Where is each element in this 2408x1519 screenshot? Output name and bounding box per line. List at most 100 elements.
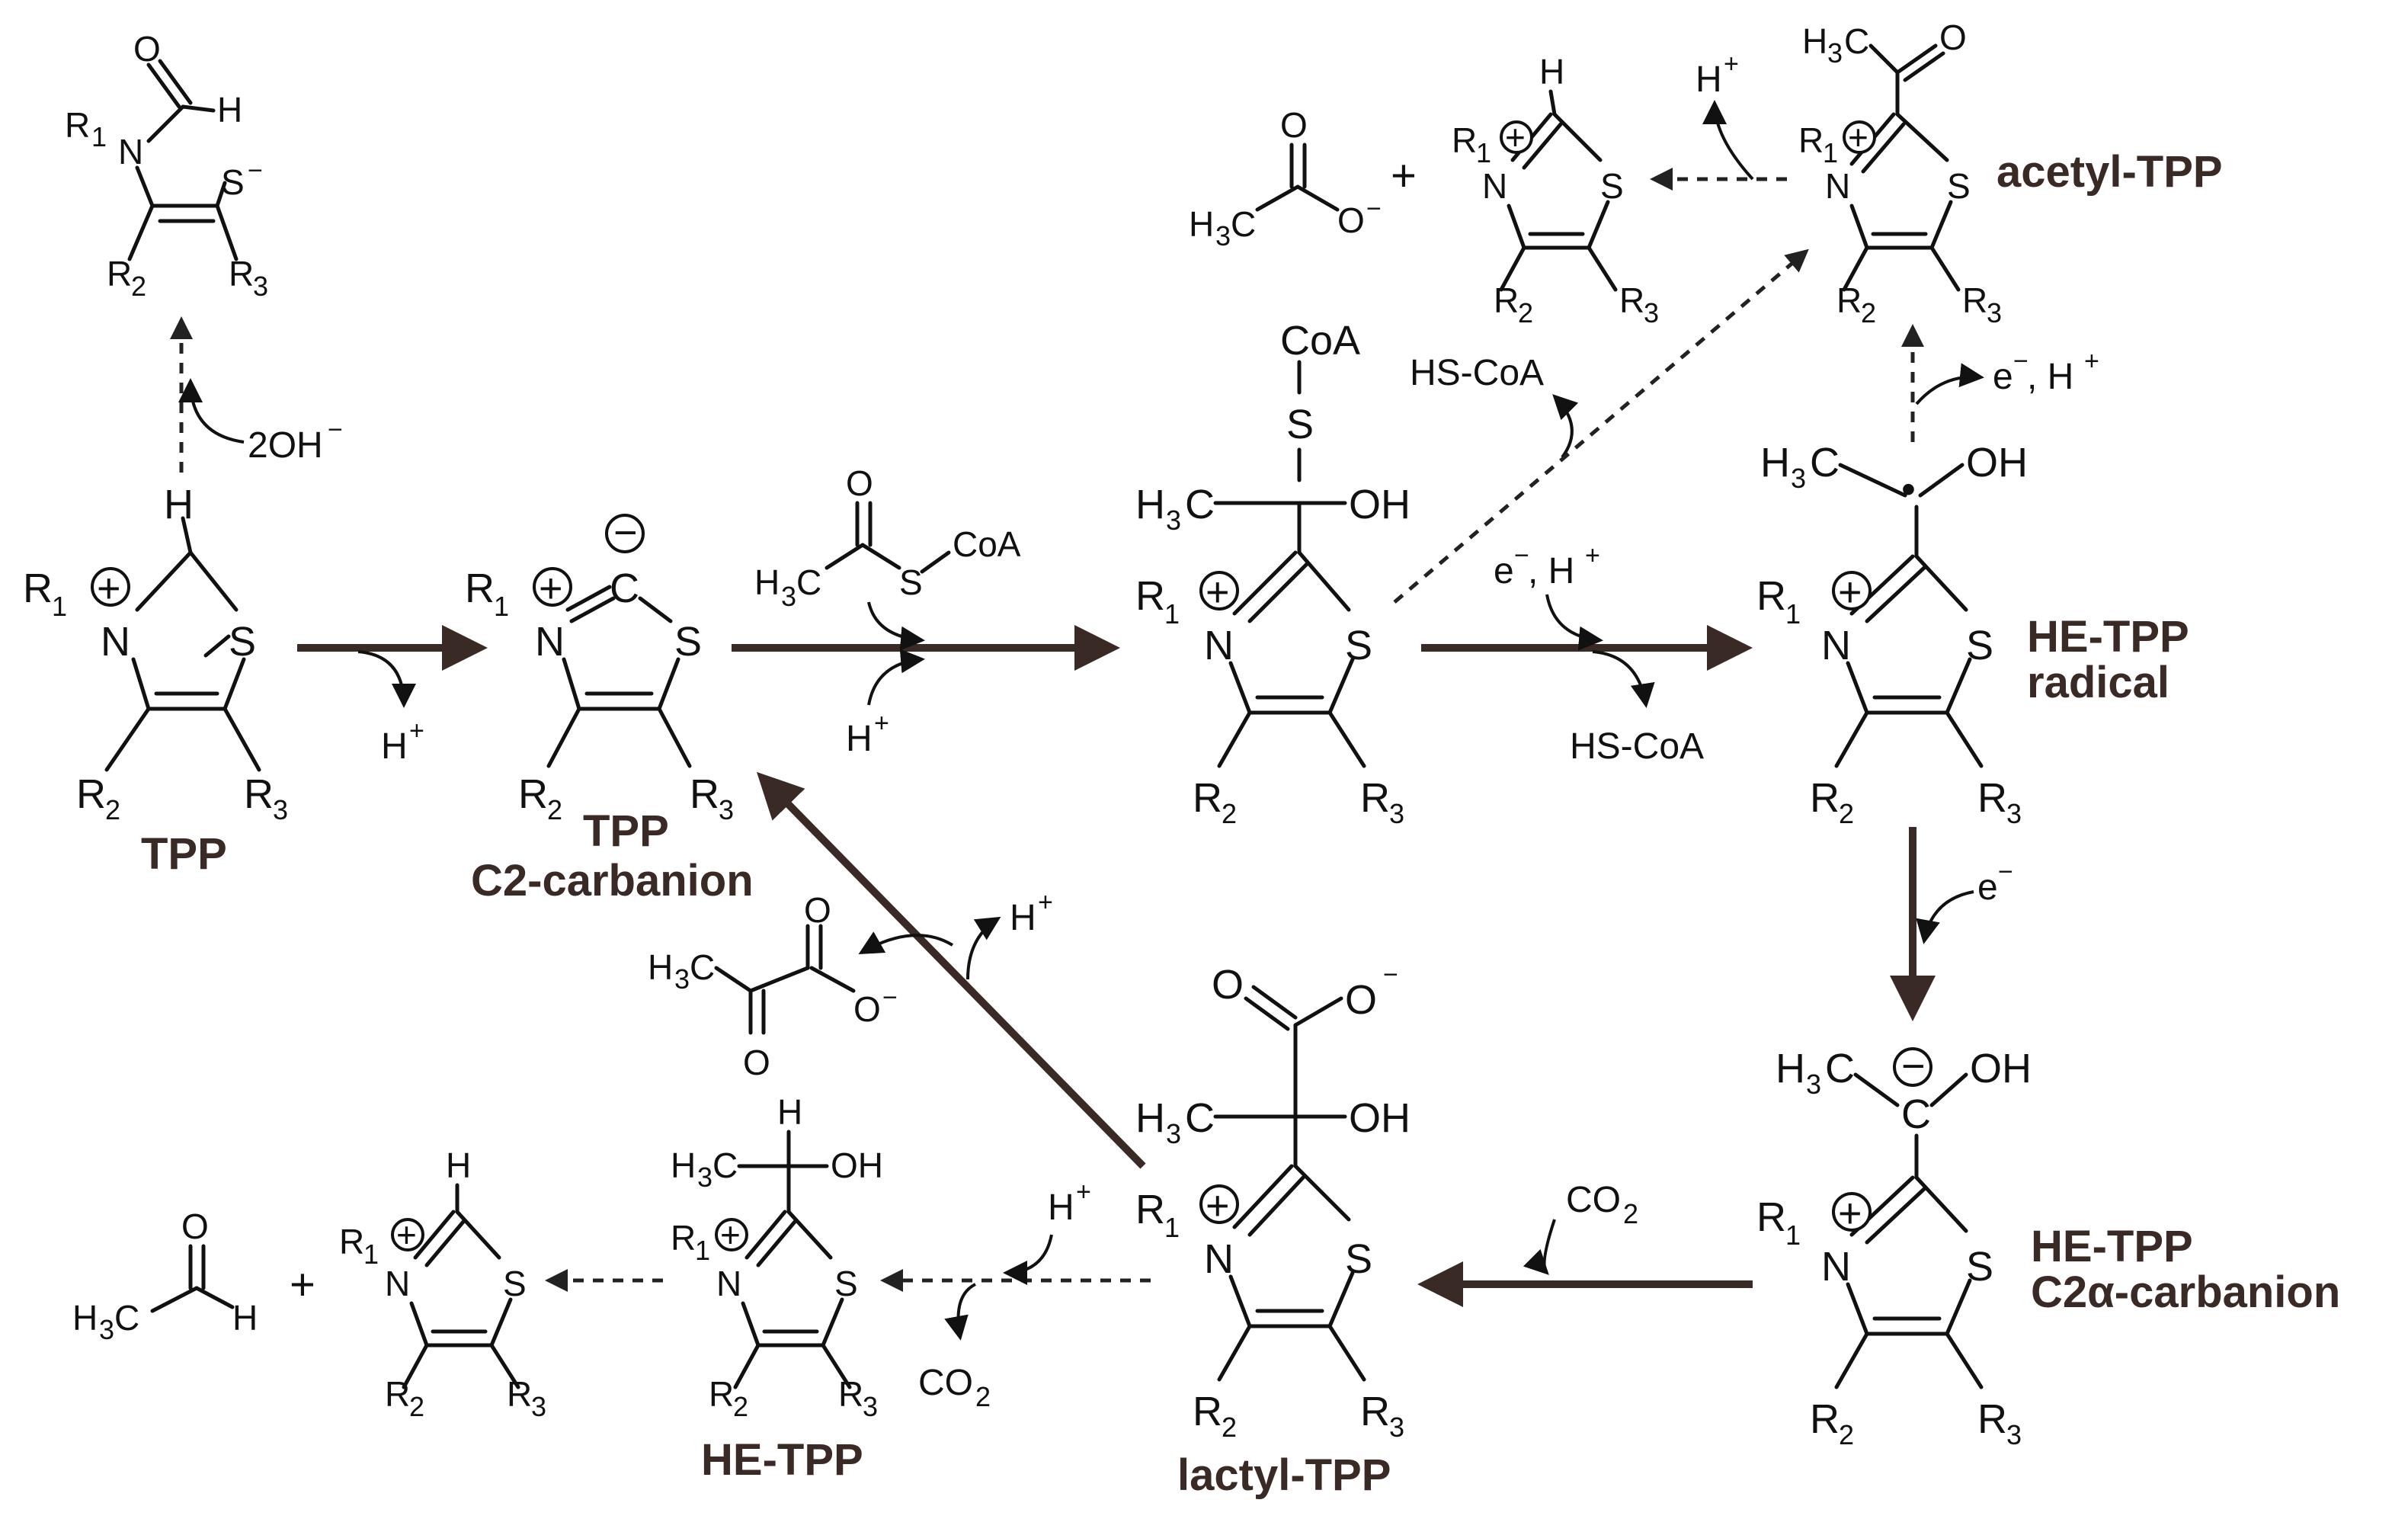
positive-charge-icon [1500, 120, 1533, 154]
svg-text:R: R [65, 105, 90, 145]
svg-text:O: O [181, 1207, 209, 1246]
svg-text:OH: OH [1970, 1046, 2032, 1091]
positive-charge-icon [1832, 571, 1872, 610]
svg-text:R: R [107, 254, 132, 293]
svg-text:R: R [1619, 280, 1644, 320]
svg-text:H: H [232, 1298, 258, 1338]
svg-text:3: 3 [863, 1391, 878, 1422]
svg-text:C: C [1825, 1046, 1855, 1091]
svg-text:S: S [899, 562, 923, 602]
label-he-tpp: HE-TPP [701, 1435, 863, 1485]
svg-text:C: C [1810, 440, 1840, 486]
svg-text:S: S [503, 1264, 527, 1303]
svg-text:O: O [1280, 105, 1308, 145]
svg-text:R: R [385, 1374, 410, 1414]
atom-r1: R [23, 566, 53, 611]
svg-text:2: 2 [547, 794, 562, 825]
label-tpp: TPP [141, 829, 227, 879]
svg-text:+: + [720, 1215, 741, 1255]
svg-text:O: O [133, 29, 161, 69]
negative-charge-icon [1893, 1047, 1932, 1087]
svg-text:+: + [1838, 569, 1862, 615]
svg-text:1: 1 [1164, 1212, 1180, 1243]
arrow-pyruvate-release [756, 771, 1146, 1169]
svg-text:3: 3 [2006, 1419, 2022, 1450]
svg-text:O: O [804, 890, 831, 930]
molecule-tpp: H N S + R 1 R 2 R 3 TPP [23, 482, 288, 879]
svg-text:R: R [339, 1222, 364, 1261]
molecule-acetaldehyde: O H 3 C H [72, 1207, 258, 1345]
svg-text:H: H [72, 1298, 98, 1338]
svg-text:N: N [1821, 1244, 1851, 1290]
svg-text:+: + [1038, 888, 1053, 917]
atom-s: S [229, 619, 256, 665]
reagent-h-plus-3: H [1696, 59, 1722, 100]
svg-text:2: 2 [1222, 1412, 1237, 1443]
svg-text:R: R [1193, 1389, 1222, 1434]
curved-arrow-oh [178, 378, 245, 444]
svg-text:R: R [1193, 775, 1222, 821]
label-lactyl-tpp: lactyl-TPP [1177, 1450, 1391, 1500]
svg-text:1: 1 [494, 591, 509, 622]
label-acetyl-tpp: acetyl-TPP [1997, 147, 2223, 197]
svg-text:3: 3 [674, 963, 690, 995]
molecule-pyruvate: H 3 C O O O − [648, 890, 898, 1082]
svg-text:C: C [1185, 482, 1215, 527]
svg-text:R: R [1494, 280, 1519, 320]
atom-r2: R [76, 771, 106, 817]
svg-text:2: 2 [1839, 1419, 1854, 1450]
svg-text:H: H [1539, 52, 1564, 91]
svg-text:H: H [1135, 482, 1165, 527]
svg-text:2: 2 [975, 1381, 991, 1412]
svg-text:H: H [1802, 21, 1827, 61]
svg-text:2: 2 [1861, 297, 1876, 328]
svg-text:1: 1 [363, 1239, 379, 1270]
svg-text:3: 3 [99, 1314, 114, 1345]
dashed-arrow-to-acetyl-tpp [1393, 248, 1809, 604]
svg-text:C: C [610, 566, 639, 611]
svg-text:R: R [1135, 573, 1165, 619]
svg-text:H: H [648, 947, 673, 987]
svg-text:S: S [1966, 623, 1993, 668]
positive-charge-icon [1832, 1192, 1872, 1232]
reagent-e-h-2: e [1993, 357, 2013, 397]
svg-text:R: R [507, 1374, 532, 1414]
molecule-acetyl-tpp: H 3 C O N S + R 1 R 2 R 3 acetyl-TPP [1798, 18, 2223, 328]
molecule-tpp-c2-carbanion: N C S + − R 1 R 2 R 3 TPP C2-carbanion [465, 510, 754, 905]
svg-text:+: + [1076, 1178, 1091, 1207]
svg-text:S: S [1600, 166, 1624, 206]
svg-text:R: R [709, 1374, 734, 1414]
molecule-he-tpp: H H 3 C OH N S + R 1 R 2 R 3 HE-TPP [671, 1092, 883, 1485]
radical-dot: • [1901, 466, 1916, 512]
svg-text:1: 1 [52, 591, 67, 622]
svg-text:3: 3 [1166, 1118, 1181, 1149]
svg-text:R: R [1977, 1396, 2007, 1442]
svg-text:3: 3 [253, 271, 268, 302]
svg-text:−: − [248, 156, 263, 185]
svg-text:3: 3 [719, 794, 734, 825]
reagent-hs-coa-1: HS-CoA [1410, 353, 1544, 393]
svg-text:C: C [690, 947, 715, 987]
svg-text:N: N [716, 1264, 741, 1303]
svg-text:OH: OH [1349, 1095, 1411, 1141]
svg-text:O: O [1939, 18, 1967, 57]
svg-text:+: + [1724, 50, 1739, 79]
atom-n: N [101, 619, 130, 665]
svg-text:+: + [409, 716, 424, 745]
svg-text:S: S [674, 619, 702, 665]
label-he-tpp-carbanion: HE-TPP [2031, 1222, 2193, 1271]
svg-text:R: R [1798, 120, 1824, 160]
svg-text:−: − [1383, 960, 1398, 989]
svg-text:S: S [834, 1264, 858, 1303]
svg-text:CoA: CoA [1280, 318, 1360, 364]
svg-text:H: H [1189, 204, 1214, 244]
svg-text:2: 2 [131, 271, 146, 302]
svg-text:3: 3 [1806, 1069, 1821, 1100]
svg-text:R: R [1810, 1396, 1840, 1442]
svg-text:3: 3 [2006, 798, 2022, 829]
svg-text:−: − [1901, 1043, 1926, 1089]
positive-charge-icon [1199, 571, 1239, 610]
svg-text:H: H [777, 1092, 802, 1132]
svg-text:O: O [1337, 200, 1365, 240]
svg-text:R: R [1360, 775, 1390, 821]
